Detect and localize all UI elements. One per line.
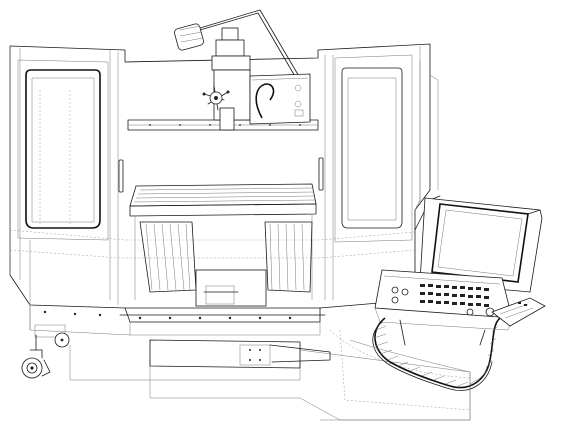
control-pendant [414,195,543,293]
handheld-pendant [491,297,546,327]
left-side-panel [29,90,71,338]
keypad-panel [374,269,513,331]
keypad-buttons [420,284,489,307]
right-door-window [334,54,413,243]
caster-wheels [21,332,70,379]
work-lamp [174,9,301,79]
spindle-head [202,27,251,131]
t-slot-table [129,183,317,300]
door-handles [118,157,324,193]
bolt-row [43,310,292,320]
way-covers [139,221,313,307]
left-door-window [17,59,109,241]
rear-housing [339,60,471,420]
coiled-cables [372,317,501,391]
machine-base [149,339,331,369]
motor-box [249,73,311,125]
